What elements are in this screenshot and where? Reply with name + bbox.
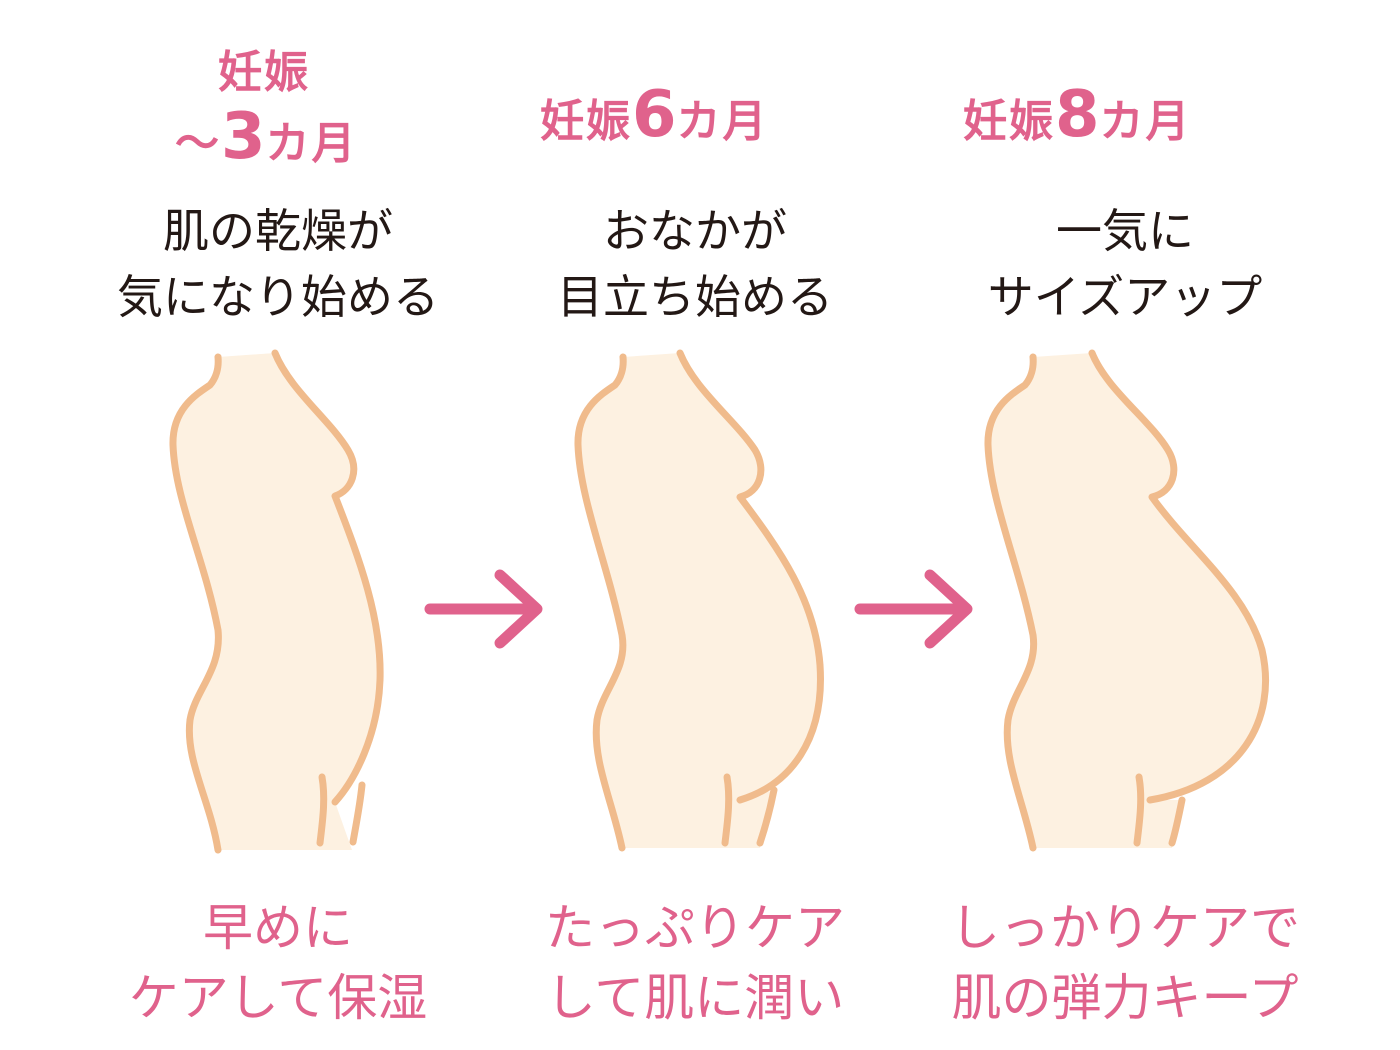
- stage-1-title: ～3カ月: [175, 100, 358, 174]
- stage-3-month-unit: カ月: [1099, 96, 1192, 147]
- right-arrow-icon: [854, 569, 973, 649]
- stage-2-description-line-2: 目立ち始める: [557, 270, 833, 324]
- stage-2-month-number: 6: [632, 78, 677, 152]
- stage-1-description-line-2: 気になり始める: [117, 270, 439, 324]
- stage-1-range-mark: ～: [175, 118, 221, 169]
- stage-2-advice: たっぷりケア して肌に潤い: [465, 893, 925, 1033]
- stage-1-advice-line-1: 早めに: [203, 899, 353, 957]
- stage-1-description: 肌の乾燥が 気になり始める: [68, 198, 488, 330]
- stage-3-title: 妊娠8カ月: [963, 78, 1192, 152]
- stage-2-title: 妊娠6カ月: [540, 78, 769, 152]
- stage-1-advice: 早めに ケアして保湿: [48, 893, 508, 1033]
- stage-1-pregnancy-label: 妊娠: [218, 47, 310, 98]
- pregnant-body-3-months-icon: [169, 349, 384, 854]
- stage-1-month-unit: カ月: [265, 118, 358, 169]
- stage-3-pregnancy-label: 妊娠: [963, 96, 1055, 147]
- pregnant-body-6-months-icon: [574, 349, 824, 852]
- stage-3-description-line-1: 一気に: [1056, 204, 1194, 258]
- stage-2-month-unit: カ月: [676, 96, 769, 147]
- stage-3-description-line-2: サイズアップ: [987, 270, 1263, 324]
- stage-3-advice: しっかりケアで 肌の弾力キープ: [895, 893, 1355, 1033]
- stage-3-advice-line-1: しっかりケアで: [950, 899, 1300, 957]
- stage-3-description: 一気に サイズアップ: [915, 198, 1335, 330]
- stage-2-description: おなかが 目立ち始める: [485, 198, 905, 330]
- stage-2-advice-line-2: して肌に潤い: [545, 969, 845, 1027]
- stage-3-month-number: 8: [1055, 78, 1100, 152]
- stage-2-description-line-1: おなかが: [603, 204, 787, 258]
- right-arrow-icon: [424, 569, 543, 649]
- stage-2-advice-line-1: たっぷりケア: [545, 899, 845, 957]
- stage-1-title-prefix: 妊娠: [218, 36, 310, 100]
- pregnant-body-8-months-icon: [984, 349, 1269, 852]
- stage-1-description-line-1: 肌の乾燥が: [163, 204, 393, 258]
- stage-2-pregnancy-label: 妊娠: [540, 96, 632, 147]
- stage-1-month-number: 3: [221, 100, 266, 174]
- stage-3-advice-line-2: 肌の弾力キープ: [951, 969, 1299, 1027]
- stage-1-advice-line-2: ケアして保湿: [128, 969, 428, 1027]
